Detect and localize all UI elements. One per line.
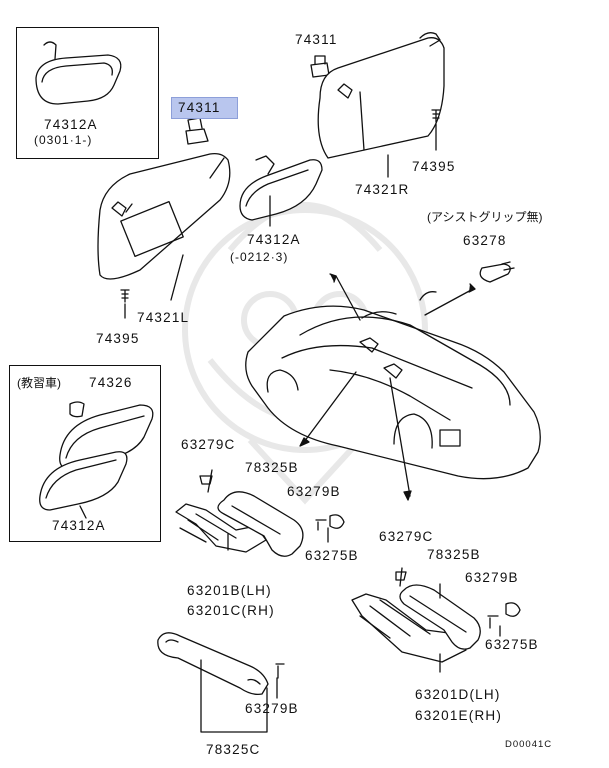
label-74321R: 74321R: [355, 182, 410, 197]
label-63278: 63278: [463, 233, 507, 248]
cap-63278: [479, 261, 515, 283]
label-note-school-car: (教習車): [17, 376, 61, 390]
label-63201C: 63201C(RH): [187, 603, 275, 618]
label-note-no-grip: (アシストグリップ無): [427, 210, 543, 224]
visor-clip-left: [185, 117, 209, 145]
label-74321L: 74321L: [137, 310, 190, 325]
label-63275B-right: 63275B: [485, 637, 539, 652]
label-63279C-left: 63279C: [181, 437, 236, 452]
label-63279C-right: 63279C: [379, 529, 434, 544]
label-74395-right: 74395: [412, 159, 456, 174]
rear-view-mirror-middle: [239, 155, 323, 227]
label-74312A-top: 74312A: [44, 117, 98, 132]
label-74326: 74326: [89, 375, 133, 390]
label-63201B: 63201B(LH): [187, 583, 272, 598]
diagram-code: D00041C: [505, 739, 553, 750]
label-74311-highlighted[interactable]: 74311: [171, 97, 238, 119]
label-63279B-bottom: 63279B: [245, 701, 299, 716]
label-63201E: 63201E(RH): [415, 708, 503, 723]
sun-visor-left: [97, 152, 231, 280]
callout-arrows: [299, 273, 476, 501]
label-78325B-left: 78325B: [245, 460, 299, 475]
inset-box-top: [16, 27, 159, 159]
label-78325B-right: 78325B: [427, 547, 481, 562]
label-74312A-mid: 74312A: [247, 232, 301, 247]
label-63279B-right: 63279B: [465, 570, 519, 585]
label-63275B-left: 63275B: [305, 548, 359, 563]
label-78325C: 78325C: [206, 742, 261, 757]
sun-visor-right: [317, 32, 445, 159]
inset-box-school-car: [9, 365, 161, 542]
label-74311-right: 74311: [295, 32, 338, 47]
label-74395-left: 74395: [96, 331, 140, 346]
label-date-mid: (-0212·3): [230, 250, 289, 264]
leader-lines: [200, 527, 501, 733]
grip-assembly-right: [351, 567, 521, 663]
grip-assembly-left: [175, 469, 345, 557]
visor-clip-right: [310, 55, 330, 78]
screw-74395-left: [120, 289, 130, 319]
grip-78325C: [157, 632, 285, 696]
mirror-74312A-low: [39, 451, 128, 519]
screw-74395-right: [431, 109, 441, 151]
label-63279B-left: 63279B: [287, 484, 341, 499]
label-date-top: (0301·1-): [34, 133, 93, 147]
label-63201D: 63201D(LH): [415, 687, 501, 702]
label-74312A-low: 74312A: [52, 518, 106, 533]
rear-view-mirror-top: [35, 41, 122, 105]
